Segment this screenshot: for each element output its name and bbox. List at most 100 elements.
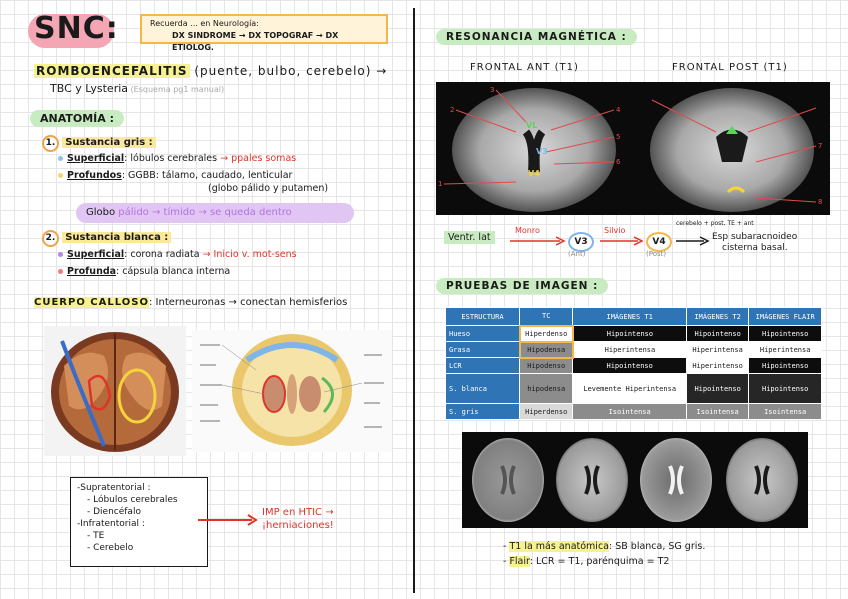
sb-superficial-row: Superficial: corona radiata → Inicio v. … <box>58 249 297 260</box>
note-flair: - Flair: LCR = T1, parénquima = T2 <box>503 556 669 567</box>
supra-line: - Lóbulos cerebrales <box>87 495 178 505</box>
romboencefalitis-detail: (puente, bulbo, cerebelo) → <box>189 64 388 78</box>
table-cell: S. blanca <box>445 373 520 404</box>
arrow-icon <box>198 514 258 526</box>
table-cell: Hueso <box>445 325 520 342</box>
table-cell: hipodensa <box>518 373 574 404</box>
table-cell: Hipointenso <box>748 325 822 342</box>
note-t1-highlight: T1 la más anatómica <box>509 541 609 552</box>
title-highlight <box>28 14 114 48</box>
sg-superficial-text: : lóbulos cerebrales <box>124 153 221 164</box>
sg-superficial-row: Superficial: lóbulos cerebrales → ppales… <box>58 153 296 164</box>
tbc-hint: (Esquema pg1 manual) <box>128 85 225 94</box>
table-cell: Hipointenso <box>572 357 687 374</box>
pruebas-label: PRUEBAS DE IMAGEN : <box>436 278 609 294</box>
table-cell: Hipointenso <box>748 357 822 374</box>
table-header: TC <box>518 307 574 326</box>
bullet-dot <box>58 252 63 257</box>
ventricle-lateral-label: Ventr. lat <box>444 231 495 244</box>
infra-line: - TE <box>87 531 105 541</box>
table-cell: Hipointenso <box>685 373 750 404</box>
anatomia-heading: ANATOMÍA : <box>30 110 125 127</box>
infra-line: -Infratentorial : <box>77 519 145 529</box>
frontal-ant-label: FRONTAL ANT (T1) <box>470 62 579 73</box>
table-cell: Hipointenso <box>748 373 822 404</box>
cuerpo-calloso-label: CUERPO CALLOSO <box>34 297 149 308</box>
imp-line-2: ¡herniaciones! <box>262 520 334 531</box>
note-flair-dash: - <box>503 556 510 567</box>
sb-superficial-text: : corona radiata <box>124 249 203 260</box>
sb-label: Sustancia blanca : <box>62 232 172 243</box>
sb-number: 2. <box>42 230 59 247</box>
imp-line-1: IMP en HTIC → <box>262 507 334 518</box>
table-row: S. blanca hipodensa Levemente Hiperinten… <box>445 373 822 404</box>
note-flair-text: : LCR = T1, parénquima = T2 <box>529 556 670 567</box>
table-header: IMÁGENES FLAIR <box>748 307 822 326</box>
mri-label: 5 <box>616 133 620 141</box>
table-header: ESTRUCTURA <box>445 307 520 326</box>
axial-imaging-strip <box>462 432 808 528</box>
table-cell: Hiperdenso <box>518 324 574 343</box>
table-cell: Hipodenso <box>518 357 574 374</box>
romboencefalitis-line: ROMBOENCEFALITIS (puente, bulbo, cerebel… <box>34 64 387 78</box>
mri-label: 6 <box>616 158 621 166</box>
table-cell: Grasa <box>445 341 520 358</box>
table-row: Grasa Hipodensa Hiperintensa Hiperintens… <box>445 340 822 359</box>
sb-profunda-text: : cápsula blanca interna <box>116 266 231 277</box>
sustancia-gris-heading: 1. Sustancia gris : <box>42 135 156 152</box>
brain-axial-illustration <box>44 326 186 456</box>
arrow-icon <box>510 236 566 246</box>
mri-label: 4 <box>616 106 621 114</box>
globo-mnemonic-b: pálido → tímido → se queda dentro <box>118 207 292 218</box>
sg-number: 1. <box>42 135 59 152</box>
mri-label: 7 <box>818 142 822 150</box>
note-t1: - T1 la más anatómica: SB blanca, SG gri… <box>503 541 705 552</box>
note-t1-text: : SB blanca, SG gris. <box>609 541 706 552</box>
esp-subaracnoideo: Esp subaracnoideo cisterna basal. <box>712 232 797 254</box>
reminder-line-2: DX SINDROME → DX TOPOGRAF → DX ETIOLOG. <box>172 31 339 52</box>
resonancia-label: RESONANCIA MAGNÉTICA : <box>436 29 637 45</box>
ventricle-lateral: Ventr. lat <box>444 231 495 244</box>
tbc-text: TBC y Lysteria <box>50 82 129 95</box>
supratentorial-box: -Supratentorial : - Lóbulos cerebrales -… <box>70 477 208 567</box>
table-cell: Isointensa <box>572 403 687 420</box>
vl-label: VL <box>526 121 537 130</box>
romboencefalitis-term: ROMBOENCEFALITIS <box>34 64 190 78</box>
sg-superficial-label: Superficial <box>67 153 125 164</box>
page-divider <box>413 8 415 593</box>
table-cell: Hiperintensa <box>748 341 822 358</box>
bullet-dot <box>58 156 63 161</box>
sg-profundos-text: : GGBB: tálamo, caudado, lenticular <box>121 170 293 181</box>
table-header: IMÁGENES T1 <box>572 307 687 326</box>
sg-superficial-note: → ppales somas <box>220 153 297 164</box>
monro-label: Monro <box>515 226 540 235</box>
table-cell: Hiperintenso <box>685 357 750 374</box>
note-flair-highlight: Flair <box>509 556 530 567</box>
table-cell: Isointensa <box>685 403 750 420</box>
imaging-table: ESTRUCTURA TC IMÁGENES T1 IMÁGENES T2 IM… <box>445 307 822 420</box>
table-row: Hueso Hiperdenso Hipointenso Hipointenso… <box>445 324 822 343</box>
sb-profunda-label: Profunda <box>67 266 117 277</box>
silvio-label: Silvio <box>604 226 626 235</box>
infra-line: - Cerebelo <box>87 543 134 553</box>
table-cell: Hiperdenso <box>518 403 574 420</box>
table-cell: Hiperintensa <box>685 341 750 358</box>
globo-mnemonic-a: Globo <box>86 207 119 218</box>
frontal-post-label: FRONTAL POST (T1) <box>672 62 788 73</box>
page-title: SNC: <box>34 11 119 46</box>
sustancia-blanca-heading: 2. Sustancia blanca : <box>42 230 172 247</box>
sb-profunda-row: Profunda: cápsula blanca interna <box>58 266 230 277</box>
table-header-row: ESTRUCTURA TC IMÁGENES T1 IMÁGENES T2 IM… <box>445 307 822 326</box>
v4-label: V4 <box>528 169 540 178</box>
cuerpo-calloso-text: : Interneuronas → conectan hemisferios <box>148 297 348 308</box>
sb-superficial-label: Superficial <box>67 249 125 260</box>
brain-coronal-atlas <box>192 330 392 452</box>
arrow-icon <box>676 236 710 246</box>
v4-sub: (Post) <box>646 250 667 258</box>
mri-label: 8 <box>818 198 822 206</box>
v4-node: V4 <box>646 229 672 252</box>
v3-node: V3 <box>568 229 594 252</box>
esp-line-2: cisterna basal. <box>722 243 788 253</box>
pruebas-heading: PRUEBAS DE IMAGEN : <box>436 278 609 294</box>
table-cell: Hiperintensa <box>572 341 687 358</box>
